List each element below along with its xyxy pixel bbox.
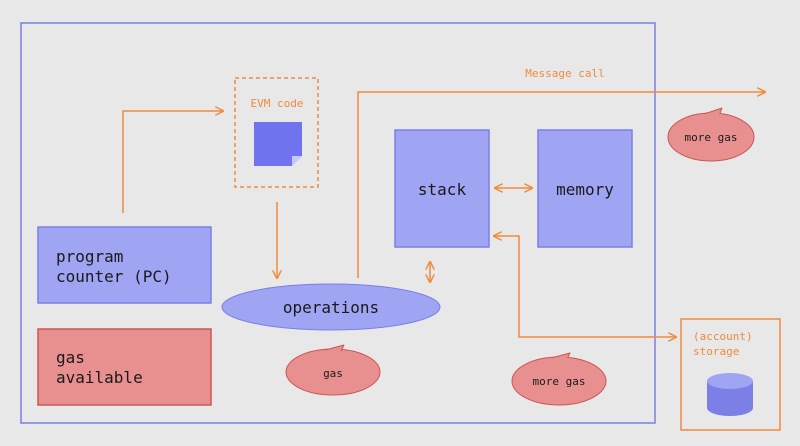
document-icon <box>254 122 302 166</box>
storage-box <box>680 318 781 431</box>
message-call-gas-bubble: more gas <box>667 107 755 162</box>
gas-available-label-2: available <box>56 368 143 387</box>
storage-gas-label: more gas <box>533 375 586 388</box>
memory-box <box>537 129 633 248</box>
storage-label-1: (account) <box>693 330 753 343</box>
evm-code-box <box>234 77 319 188</box>
stack-storage-arrow <box>494 236 676 337</box>
program-counter-label-1: program <box>56 247 123 266</box>
stack-box <box>394 129 490 248</box>
memory-label: memory <box>556 180 614 199</box>
database-icon <box>707 373 753 416</box>
operations-gas-bubble: gas <box>285 344 381 396</box>
stack-label: stack <box>418 180 467 199</box>
message-call-gas-label: more gas <box>685 131 738 144</box>
gas-available-box <box>37 328 212 406</box>
operations-ellipse <box>221 283 441 331</box>
message-call-arrow <box>357 92 765 278</box>
evm-code-label: EVM code <box>251 97 304 110</box>
evm-frame <box>20 22 656 424</box>
operations-label: operations <box>283 298 379 317</box>
pc-to-code-arrow <box>122 111 223 213</box>
operations-gas-label: gas <box>323 367 343 380</box>
program-counter-label-2: counter (PC) <box>56 267 172 286</box>
program-counter-box <box>37 226 212 304</box>
message-call-label: Message call <box>525 67 604 80</box>
storage-label-2: storage <box>693 345 739 358</box>
storage-gas-bubble: more gas <box>511 352 607 406</box>
gas-available-label-1: gas <box>56 348 85 367</box>
